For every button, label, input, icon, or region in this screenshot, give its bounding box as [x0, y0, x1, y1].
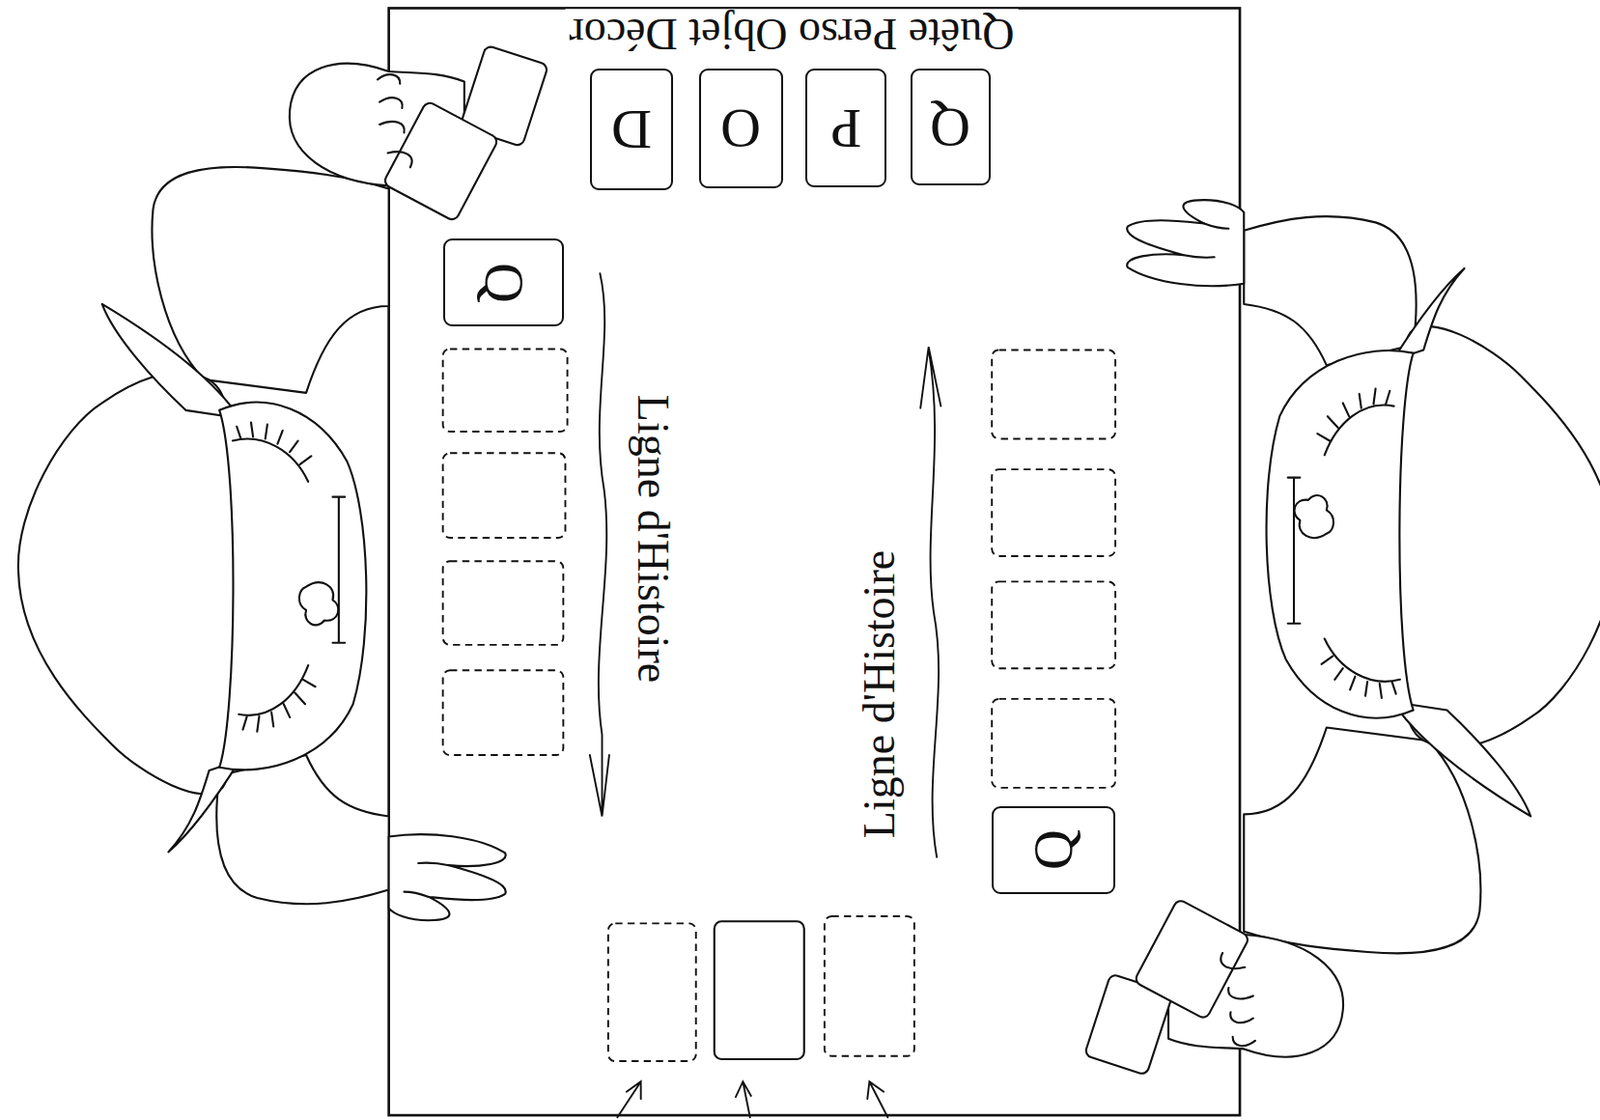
slot — [443, 561, 564, 646]
empty-slots — [443, 348, 1116, 1062]
deck-arrow — [867, 1081, 888, 1118]
game-card: Q — [910, 68, 991, 187]
slot — [991, 469, 1116, 557]
card-column-heading: Quête Perso Objet Décor — [564, 9, 1018, 59]
slot — [443, 348, 568, 432]
story-line-label: Ligne d'Histoire — [628, 391, 678, 687]
card-letter: D — [611, 101, 652, 158]
card-letter: Q — [929, 99, 971, 156]
game-card: P — [805, 68, 888, 189]
slot — [991, 349, 1116, 439]
game-card: O — [699, 68, 784, 190]
game-card: D — [589, 68, 674, 191]
game-card: Q — [443, 238, 565, 327]
slot — [824, 916, 915, 1057]
slot — [991, 581, 1116, 669]
flow-arrows — [589, 273, 942, 1118]
game-card: Q — [991, 806, 1116, 895]
scaled-layer — [18, 7, 1600, 1118]
player-left — [18, 45, 549, 922]
card-letter: P — [830, 100, 862, 157]
deck-arrow — [735, 1081, 752, 1118]
table — [389, 7, 1240, 1116]
deck — [714, 921, 805, 1060]
slot — [443, 452, 566, 538]
slot — [608, 923, 697, 1062]
slot — [443, 670, 564, 756]
card-letter: Q — [1025, 829, 1082, 871]
story-arrow — [589, 273, 610, 816]
story-line-label: Ligne d'Histoire — [855, 545, 905, 842]
story-arrow — [920, 346, 941, 857]
slot — [991, 699, 1116, 788]
player-right — [1084, 199, 1600, 1076]
card-letter: Q — [475, 262, 532, 304]
card-letter: O — [720, 100, 761, 157]
deck-arrow — [617, 1081, 641, 1118]
